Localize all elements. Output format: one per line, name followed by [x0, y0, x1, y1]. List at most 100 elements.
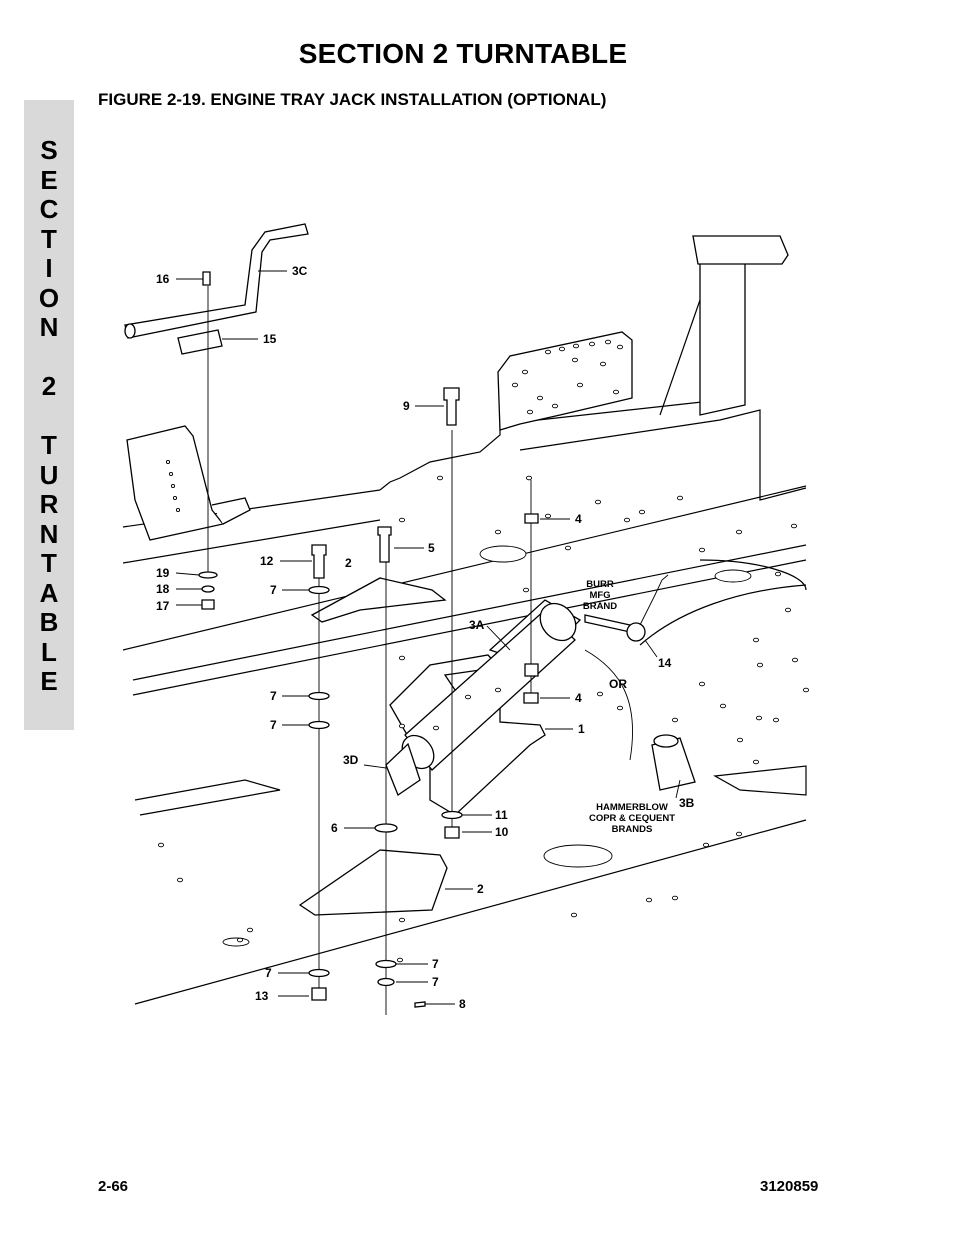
mounting-hole [157, 842, 165, 848]
side-tab-letter: N [39, 518, 59, 549]
mounting-hole [756, 662, 764, 668]
callout-6: 6 [331, 821, 338, 835]
mounting-hole [772, 717, 780, 723]
mounting-hole [645, 897, 653, 903]
side-tab-letter: R [39, 489, 59, 519]
mounting-hole [735, 529, 743, 535]
side-tab-letter: U [39, 459, 59, 490]
note-burr-line-2: MFG [589, 590, 610, 601]
callout-3a: 3A [469, 618, 485, 632]
side-tab-letter: N [39, 312, 59, 342]
mounting-hole [596, 691, 604, 697]
callout-4-lower: 4 [575, 691, 582, 705]
side-tab-letter: T [41, 548, 57, 578]
note-hammerblow-line-1: HAMMERBLOW [596, 802, 668, 813]
page-number: 2-66 [98, 1178, 129, 1195]
mounting-hole [544, 513, 552, 519]
callout-7-d: 7 [265, 966, 272, 980]
callout-10: 10 [495, 825, 509, 839]
mounting-hole [536, 395, 544, 401]
mounting-hole [599, 361, 607, 367]
callout-19: 19 [156, 566, 170, 580]
bolt-5 [377, 526, 392, 563]
plate-2-lower [298, 849, 448, 916]
turntable-frame [122, 235, 807, 1005]
pin-14 [584, 574, 669, 642]
mounting-hole [588, 341, 596, 347]
mounting-hole [571, 357, 579, 363]
note-hammerblow-line-3: BRANDS [612, 824, 653, 835]
callout-7-c: 7 [270, 718, 277, 732]
document-number: 3120859 [760, 1178, 819, 1195]
note-burr-line-3: BRAND [583, 601, 617, 612]
mounting-hole [522, 587, 530, 593]
crank-clip [177, 329, 223, 355]
callout-7-a: 7 [270, 583, 277, 597]
callout-13: 13 [255, 989, 269, 1003]
callout-3c: 3C [292, 264, 308, 278]
callout-11: 11 [495, 808, 508, 822]
note-burr-line-1: BURR [586, 579, 614, 590]
note-hammerblow-line-2: COPR & CEQUENT [589, 813, 675, 824]
callout-7-b: 7 [270, 689, 277, 703]
mounting-hole [702, 842, 710, 848]
left-bracket [126, 425, 251, 541]
side-tab-letter: L [41, 636, 57, 667]
figure-title: FIGURE 2-19. ENGINE TRAY JACK INSTALLATI… [98, 90, 607, 109]
callout-3d: 3D [343, 753, 359, 767]
mounting-hole [398, 655, 406, 661]
jack-crank-handle [124, 223, 309, 339]
side-tab-letter: O [38, 282, 60, 313]
mounting-hole [752, 637, 760, 643]
mounting-hole [246, 927, 254, 933]
callout-18: 18 [156, 582, 170, 596]
mounting-hole [572, 343, 580, 349]
mounting-hole [544, 349, 552, 355]
side-tab-letter: T [41, 223, 57, 254]
side-tab-letter: C [39, 194, 59, 224]
mounting-hole [525, 475, 533, 481]
mounting-hole [396, 957, 404, 963]
mounting-hole [594, 499, 602, 505]
mounting-hole [802, 687, 810, 693]
hardware-washers [198, 513, 539, 1008]
mounting-hole [736, 737, 744, 743]
assembly-center-lines [207, 286, 532, 1015]
mounting-hole [719, 703, 727, 709]
bolt-12 [311, 544, 327, 579]
mounting-hole [612, 389, 620, 395]
mounting-hole [752, 759, 760, 765]
mounting-hole [511, 382, 519, 388]
callout-3b: 3B [679, 796, 695, 810]
mounting-hole [521, 369, 529, 375]
mounting-hole [698, 681, 706, 687]
callout-14: 14 [658, 656, 672, 670]
mounting-hole [558, 346, 566, 352]
mounting-hole [623, 517, 631, 523]
side-tab-letter: 2 [41, 371, 57, 401]
callout-8: 8 [459, 997, 466, 1011]
mounting-hole [398, 917, 406, 923]
mounting-hole [638, 509, 646, 515]
mounting-hole [676, 495, 684, 501]
callout-4-upper: 4 [575, 512, 582, 526]
mounting-hole [551, 403, 559, 409]
mounting-hole [671, 717, 679, 723]
callout-5: 5 [428, 541, 435, 555]
callout-2-lower: 2 [477, 882, 484, 896]
callout-7-f: 7 [432, 975, 439, 989]
mounting-hole [570, 912, 578, 918]
side-tab-letter: B [39, 607, 59, 637]
side-tab-letter: A [39, 577, 59, 608]
callout-labels: 16 3C 15 9 4 5 12 2 19 18 17 7 3A 14 OR … [156, 264, 695, 1011]
pin-3b [651, 734, 696, 791]
mounting-hole [398, 723, 406, 729]
mounting-hole [791, 657, 799, 663]
callout-1: 1 [578, 722, 585, 736]
mounting-hole [494, 687, 502, 693]
mounting-hole [236, 937, 244, 943]
mounting-hole [755, 715, 763, 721]
callout-15: 15 [263, 332, 277, 346]
